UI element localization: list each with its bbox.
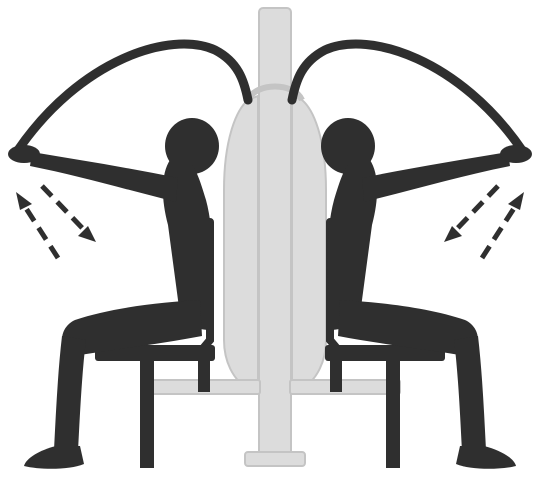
shin-right bbox=[454, 336, 486, 452]
machine-frame-left bbox=[224, 96, 258, 390]
double-arrow-icon bbox=[444, 186, 524, 258]
seated-person-right bbox=[321, 118, 532, 469]
machine-base bbox=[245, 452, 305, 466]
foot-right bbox=[456, 446, 516, 469]
machine-post bbox=[259, 8, 291, 463]
double-arrow-icon bbox=[16, 186, 96, 258]
machine-seat-bar-right bbox=[290, 380, 400, 394]
hand-grip-right bbox=[500, 145, 532, 163]
machine-frame-right bbox=[292, 96, 326, 390]
hand-grip-left bbox=[8, 145, 40, 163]
seated-person-left bbox=[8, 118, 219, 469]
foot-left bbox=[24, 446, 84, 469]
shin-left bbox=[54, 336, 86, 452]
